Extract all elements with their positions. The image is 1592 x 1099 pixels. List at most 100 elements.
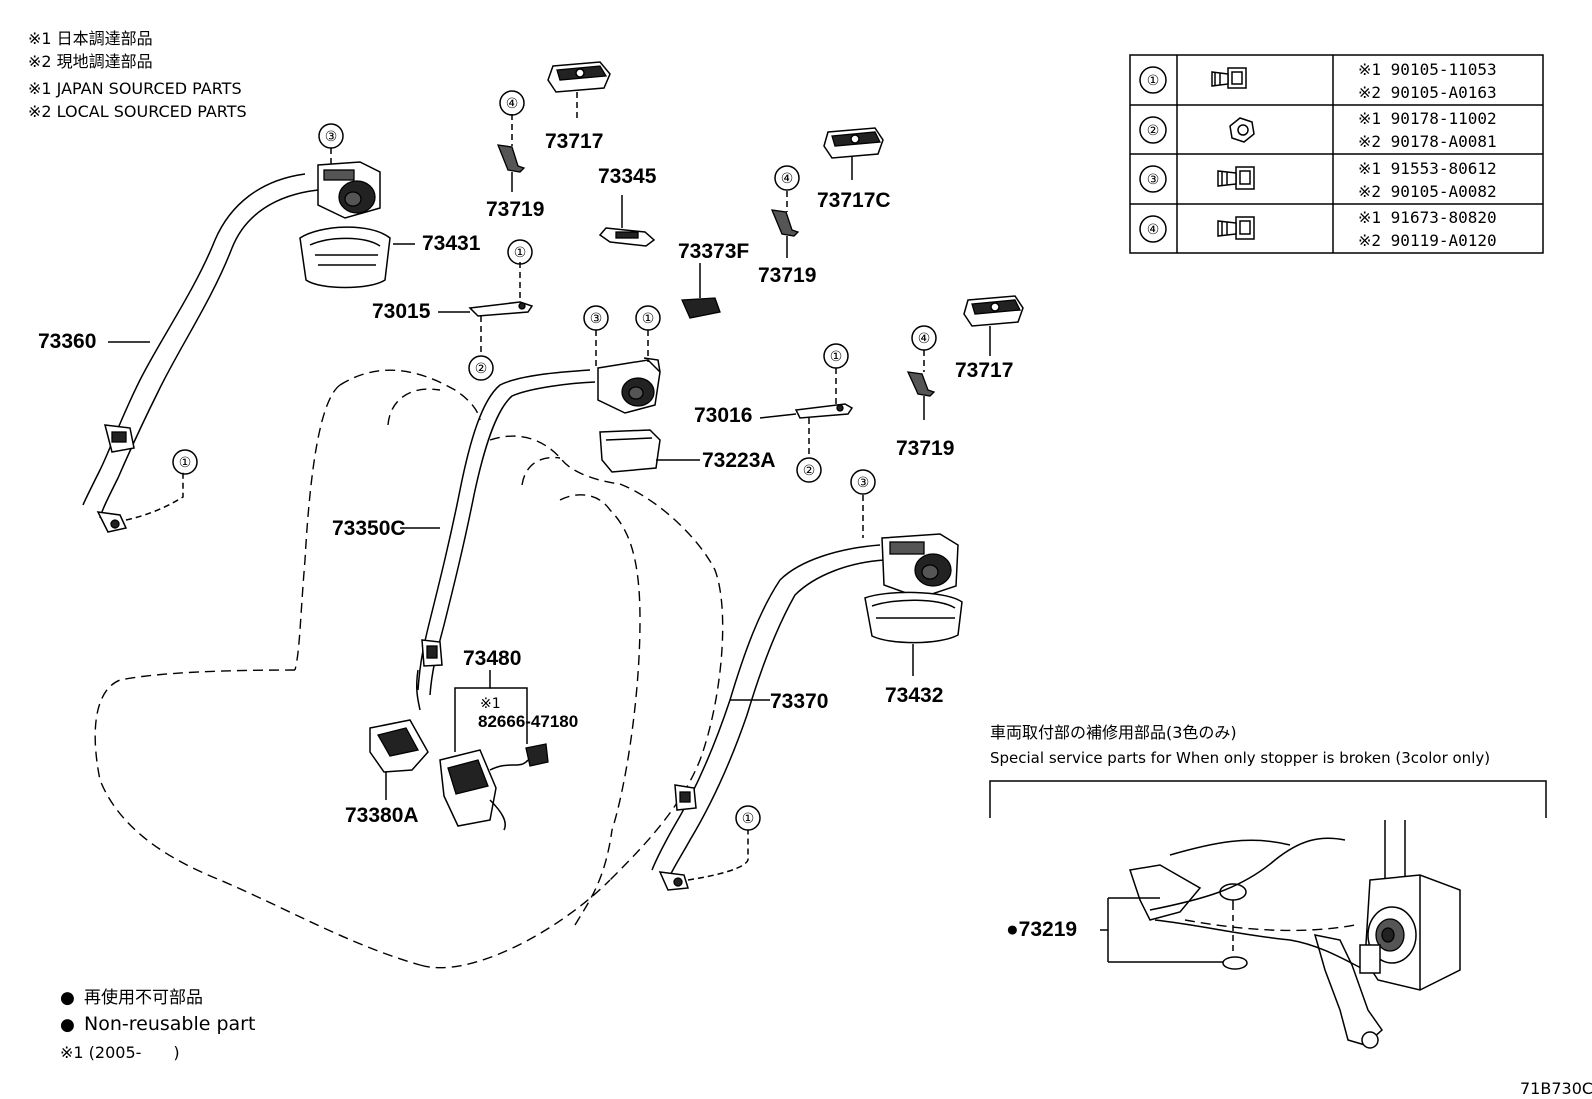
bezel-73345 <box>598 227 656 247</box>
fastener-part-local: ※2 90119-A0120 <box>1358 231 1497 250</box>
part-label-73370: 73370 <box>770 690 828 713</box>
ref-circle-1: ① <box>830 349 843 365</box>
bolt-icon <box>1211 67 1247 89</box>
part-label-73717: 73717 <box>545 130 603 153</box>
ref-circle-4: ④ <box>918 331 931 347</box>
note-japan-sourced-jp: ※1 日本調達部品 <box>28 29 153 48</box>
retractor-73350c <box>597 357 661 414</box>
part-label-73432: 73432 <box>885 684 943 707</box>
retractor-cover-73431 <box>299 226 391 289</box>
retractor-73370 <box>881 533 959 599</box>
buckle-73480 <box>439 743 549 831</box>
fastener-part-japan: ※1 91673-80820 <box>1358 208 1497 227</box>
inset-title-jp: 車両取付部の補修用部品(3色のみ) <box>990 723 1237 742</box>
ref-circle-2: ② <box>803 463 816 479</box>
ref-circle-3: ③ <box>325 129 338 145</box>
buckle-73380a <box>369 719 429 773</box>
fastener-row: ④ ※1 91673-80820 ※2 90119-A0120 <box>1139 208 1497 250</box>
center-seat-belt-assembly <box>416 357 661 711</box>
bolt-icon <box>1217 166 1255 190</box>
fastener-part-japan: ※1 90178-11002 <box>1358 109 1497 128</box>
part-label-73480-note: ※1 <box>480 696 501 712</box>
retractor-inset <box>1359 874 1461 991</box>
guide-73719-c <box>906 371 936 397</box>
fastener-ref: ② <box>1147 123 1160 139</box>
legend-non-reusable-en: Non-reusable part <box>84 1013 255 1035</box>
tongue-plate <box>421 639 443 667</box>
bracket-73016 <box>794 403 854 419</box>
right-seat-belt-assembly <box>651 533 959 891</box>
fastener-table: ① ※1 90105-11053 ※2 90105-A0163 ② ※1 901… <box>1129 54 1544 254</box>
inset-title-en: Special service parts for When only stop… <box>990 749 1490 767</box>
note-local-sourced-jp: ※2 現地調達部品 <box>28 52 153 71</box>
anchor-plate <box>658 871 689 891</box>
button-73717c <box>823 127 884 159</box>
fastener-part-local: ※2 90178-A0081 <box>1358 132 1497 151</box>
nut-icon <box>1229 117 1255 143</box>
fastener-ref: ④ <box>1147 222 1160 238</box>
circle-refs: ④ ④ ④ ③ ③ ③ ① ① ① ① ① ② ② <box>172 90 937 831</box>
ref-circle-1: ① <box>179 455 192 471</box>
tongue-plate <box>674 784 697 811</box>
fastener-part-local: ※2 90105-A0082 <box>1358 182 1497 201</box>
part-label-73380a: 73380A <box>345 804 419 827</box>
ref-circle-4: ④ <box>781 171 794 187</box>
part-label-73350c: 73350C <box>332 517 406 540</box>
part-labels: 73717 73719 73345 73717C 73373F 73719 73… <box>38 130 1013 827</box>
note-local-sourced-en: ※2 LOCAL SOURCED PARTS <box>28 102 247 121</box>
legend-bullet: ● <box>60 988 75 1008</box>
fastener-part-japan: ※1 91553-80612 <box>1358 159 1497 178</box>
ref-circle-3: ③ <box>590 311 603 327</box>
part-label-73719: 73719 <box>486 198 544 221</box>
fastener-ref: ③ <box>1147 172 1160 188</box>
part-label-73431: 73431 <box>422 232 481 255</box>
part-label-73719: 73719 <box>758 264 816 287</box>
legend-period-note: ※1 (2005- ) <box>60 1043 180 1062</box>
retractor-73360 <box>317 161 381 219</box>
legend: ● 再使用不可部品 ● Non-reusable part ※1 (2005- … <box>60 987 255 1062</box>
button-73717-right <box>963 295 1024 327</box>
leader-lines <box>108 92 991 800</box>
part-label-73223a: 73223A <box>702 449 776 472</box>
ref-circle-3: ③ <box>857 475 870 491</box>
ref-circle-1: ① <box>642 311 655 327</box>
legend-bullet: ● <box>60 1015 75 1035</box>
retractor-cover-73432 <box>864 591 963 644</box>
part-label-73719: 73719 <box>896 437 954 460</box>
part-label-73015: 73015 <box>372 300 431 323</box>
anchor-plate <box>96 511 128 533</box>
button-73717-top <box>547 61 611 93</box>
legend-non-reusable-jp: 再使用不可部品 <box>84 987 203 1008</box>
part-label-73016: 73016 <box>694 404 752 427</box>
part-label-73480: 73480 <box>463 647 521 670</box>
fastener-part-local: ※2 90105-A0163 <box>1358 83 1497 102</box>
ref-circle-1: ① <box>742 811 755 827</box>
bracket-73015 <box>468 301 534 317</box>
note-japan-sourced-en: ※1 JAPAN SOURCED PARTS <box>28 79 242 98</box>
retractor-cover-73223a <box>599 429 661 473</box>
tongue-plate <box>103 424 135 453</box>
fastener-row: ③ ※1 91553-80612 ※2 90105-A0082 <box>1139 159 1497 201</box>
part-label-73717c: 73717C <box>817 189 891 212</box>
part-label-73373f: 73373F <box>678 240 749 263</box>
inset-special-service-parts: 車両取付部の補修用部品(3色のみ) Special service parts … <box>989 723 1547 1049</box>
fastener-ref: ① <box>1147 73 1160 89</box>
part-label-73345: 73345 <box>598 165 657 188</box>
part-label-82666-47180: 82666-47180 <box>478 712 578 731</box>
bolt-icon <box>1217 216 1255 240</box>
cover-73373f <box>681 297 721 319</box>
diagram-code: 71B730C <box>1520 1079 1592 1098</box>
guide-73719-b <box>770 209 800 237</box>
part-label-73717: 73717 <box>955 359 1013 382</box>
stopper-button-part <box>1219 883 1248 970</box>
fastener-row: ① ※1 90105-11053 ※2 90105-A0163 <box>1139 60 1497 102</box>
ref-circle-4: ④ <box>506 96 519 112</box>
part-label-73219: ●73219 <box>1006 918 1077 941</box>
guide-73719-a <box>496 144 526 173</box>
sourcing-notes: ※1 日本調達部品 ※2 現地調達部品 ※1 JAPAN SOURCED PAR… <box>28 29 247 121</box>
part-label-73360: 73360 <box>38 330 96 353</box>
rear-seat-outline <box>94 369 724 969</box>
fastener-part-japan: ※1 90105-11053 <box>1358 60 1497 79</box>
ref-circle-1: ① <box>514 245 527 261</box>
